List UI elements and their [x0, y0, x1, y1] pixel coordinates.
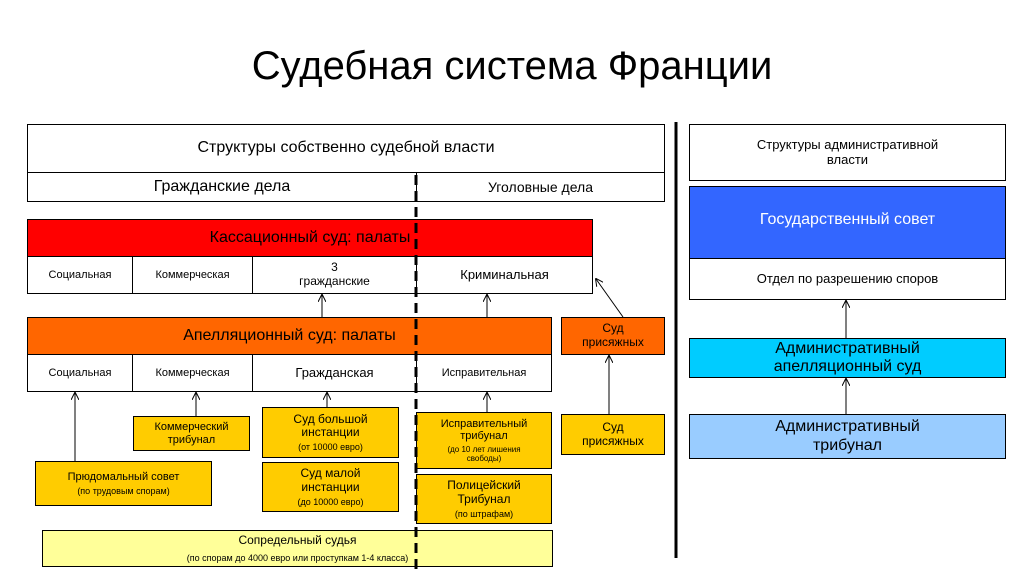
appeal-chamber-label: Исправительная [441, 366, 527, 379]
appeal-chamber-label: Социальная [48, 366, 112, 379]
correctional-tribunal: Исправительный трибунал (до 10 лет лишен… [416, 412, 552, 469]
appeal-court-label: Апелляционный суд: палаты [183, 326, 396, 344]
state-council-label: Государственный совет [759, 211, 936, 228]
proximity-judge-note: (по спорам до 4000 евро или проступкам 1… [186, 552, 409, 563]
police-tribunal-label: Полицейский Трибунал [447, 478, 521, 506]
disputes-section: Отдел по разрешению споров [689, 258, 1006, 300]
criminal-cases-header: Уголовные дела [416, 172, 665, 202]
labor-council-label: Прюдомальный совет [67, 471, 180, 483]
cassation-court-label: Кассационный суд: палаты [209, 228, 411, 246]
appeal-chamber-correctional: Исправительная [416, 354, 552, 392]
correctional-tribunal-note: (до 10 лет лишения свободы) [447, 444, 521, 464]
assize-court-top: Суд присяжных [561, 317, 665, 355]
cassation-chamber-label: Коммерческая [155, 268, 230, 281]
appeal-chamber-social: Социальная [27, 354, 133, 392]
state-council: Государственный совет [689, 186, 1006, 259]
commercial-tribunal: Коммерческий трибунал [133, 416, 250, 451]
commercial-tribunal-label: Коммерческий трибунал [154, 420, 229, 446]
assize-court-label: Суд присяжных [582, 419, 644, 448]
admin-tribunal-label: Административный трибунал [775, 418, 920, 454]
appeal-chamber-commercial: Коммерческая [132, 354, 253, 392]
judicial-header-label: Структуры собственно судебной власти [197, 139, 495, 157]
labor-council-note: (по трудовым спорам) [77, 485, 170, 496]
police-tribunal-note: (по штрафам) [454, 508, 514, 519]
district-court: Суд малой инстанции (до 10000 евро) [262, 462, 399, 512]
cassation-chamber-criminal: Криминальная [416, 256, 593, 294]
district-court-label: Суд малой инстанции [300, 466, 361, 494]
police-tribunal: Полицейский Трибунал (по штрафам) [416, 474, 552, 524]
cassation-chamber-label: Криминальная [460, 266, 549, 282]
proximity-judge: Сопредельный судья (по спорам до 4000 ев… [42, 530, 553, 567]
cassation-chamber-civil: 3 гражданские [252, 256, 417, 294]
admin-appeal-court-label: Административный апелляционный суд [773, 339, 922, 375]
cassation-chamber-label: 3 гражданские [299, 260, 370, 288]
correctional-tribunal-label: Исправительный трибунал [440, 417, 528, 443]
high-court-note: (от 10000 евро) [298, 442, 363, 453]
admin-tribunal: Административный трибунал [689, 414, 1006, 459]
admin-appeal-court: Административный апелляционный суд [689, 338, 1006, 378]
assize-court: Суд присяжных [561, 414, 665, 455]
appeal-chamber-label: Гражданская [295, 364, 374, 380]
cassation-chamber-commercial: Коммерческая [132, 256, 253, 294]
disputes-section-label: Отдел по разрешению споров [756, 270, 939, 286]
page-title: Судебная система Франции [251, 44, 773, 88]
criminal-cases-label: Уголовные дела [487, 178, 593, 195]
admin-header-label: Структуры административной власти [756, 136, 939, 167]
proximity-judge-label: Сопредельный судья [238, 532, 357, 547]
cassation-chamber-label: Социальная [48, 268, 112, 281]
cassation-court: Кассационный суд: палаты [27, 219, 593, 257]
appeal-court: Апелляционный суд: палаты [27, 317, 552, 355]
appeal-chamber-civil: Гражданская [252, 354, 417, 392]
admin-header: Структуры административной власти [689, 124, 1006, 181]
appeal-chamber-label: Коммерческая [155, 366, 230, 379]
high-court: Суд большой инстанции (от 10000 евро) [262, 407, 399, 458]
judicial-header: Структуры собственно судебной власти [27, 124, 665, 173]
labor-council: Прюдомальный совет (по трудовым спорам) [35, 461, 212, 506]
assize-court-top-label: Суд присяжных [582, 321, 644, 349]
civil-cases-label: Гражданские дела [153, 177, 291, 195]
high-court-label: Суд большой инстанции [293, 411, 368, 440]
arrow-assize-to-cassation [596, 279, 624, 318]
district-court-note: (до 10000 евро) [297, 496, 364, 507]
